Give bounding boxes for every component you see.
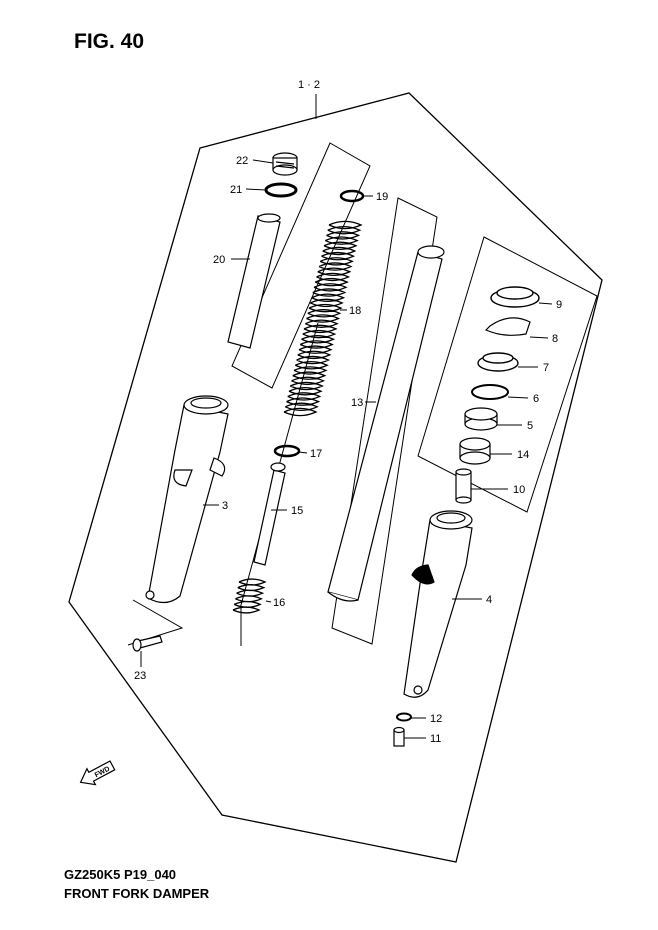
inner-tube-panel <box>331 197 438 645</box>
oil-seal-part <box>477 352 519 372</box>
callout-9: 9 <box>556 299 562 311</box>
callout-12: 12 <box>430 713 442 725</box>
callout-21: 21 <box>230 184 242 196</box>
forward-arrow-icon: FWD <box>79 760 116 786</box>
figure-title: FIG. 40 <box>74 30 145 53</box>
callout-20: 20 <box>213 254 225 266</box>
oil-lock-piece-part <box>455 468 472 504</box>
spacer-tube-part <box>227 213 281 349</box>
callout-3: 3 <box>222 500 228 512</box>
callout-13: 13 <box>351 397 363 409</box>
guide-metal-part <box>464 407 498 431</box>
rod-group-panel <box>240 322 319 646</box>
callout-17: 17 <box>310 448 322 460</box>
dust-seal-part <box>490 286 540 308</box>
fork-spring-part <box>283 220 363 417</box>
stopper-ring-part <box>484 317 531 336</box>
spring-group-panel <box>231 142 371 389</box>
callout-15: 15 <box>291 505 303 517</box>
oil-seal-retainer-part <box>471 384 509 400</box>
callout-23: 23 <box>134 670 146 682</box>
callout-18: 18 <box>349 305 361 317</box>
assembly-boundary <box>68 92 603 863</box>
model-code: GZ250K5 P19_040 <box>64 867 177 882</box>
o-ring-part <box>264 182 298 198</box>
axle-bolt-part <box>132 635 163 652</box>
damper-rod-part <box>253 462 286 566</box>
outer-tube-right-part <box>403 510 473 698</box>
slide-metal-part <box>459 437 491 465</box>
callout-6: 6 <box>533 393 539 405</box>
callout-10: 10 <box>513 484 525 496</box>
assembly-name: FRONT FORK DAMPER <box>64 886 210 901</box>
seal-group-panel <box>417 236 598 513</box>
leader-lines <box>140 159 553 739</box>
rebound-spring-part <box>232 578 267 614</box>
outer-tube-left-part <box>145 395 229 604</box>
cap-bolt-part <box>272 152 298 176</box>
callout-16: 16 <box>273 597 285 609</box>
callout-7: 7 <box>543 362 549 374</box>
callout-5: 5 <box>527 420 533 432</box>
callout-4: 4 <box>486 594 492 606</box>
callout-14: 14 <box>517 449 529 461</box>
callout-19: 19 <box>376 191 388 203</box>
damper-bolt-part <box>393 726 405 747</box>
callout-22: 22 <box>236 155 248 167</box>
gasket-part <box>396 712 412 722</box>
inner-tube-part <box>327 245 445 602</box>
assembly-label: 1 · 2 <box>298 79 320 91</box>
piston-ring-part <box>273 444 301 458</box>
callout-8: 8 <box>552 333 558 345</box>
washer-part <box>339 189 365 203</box>
callout-11: 11 <box>430 733 441 745</box>
